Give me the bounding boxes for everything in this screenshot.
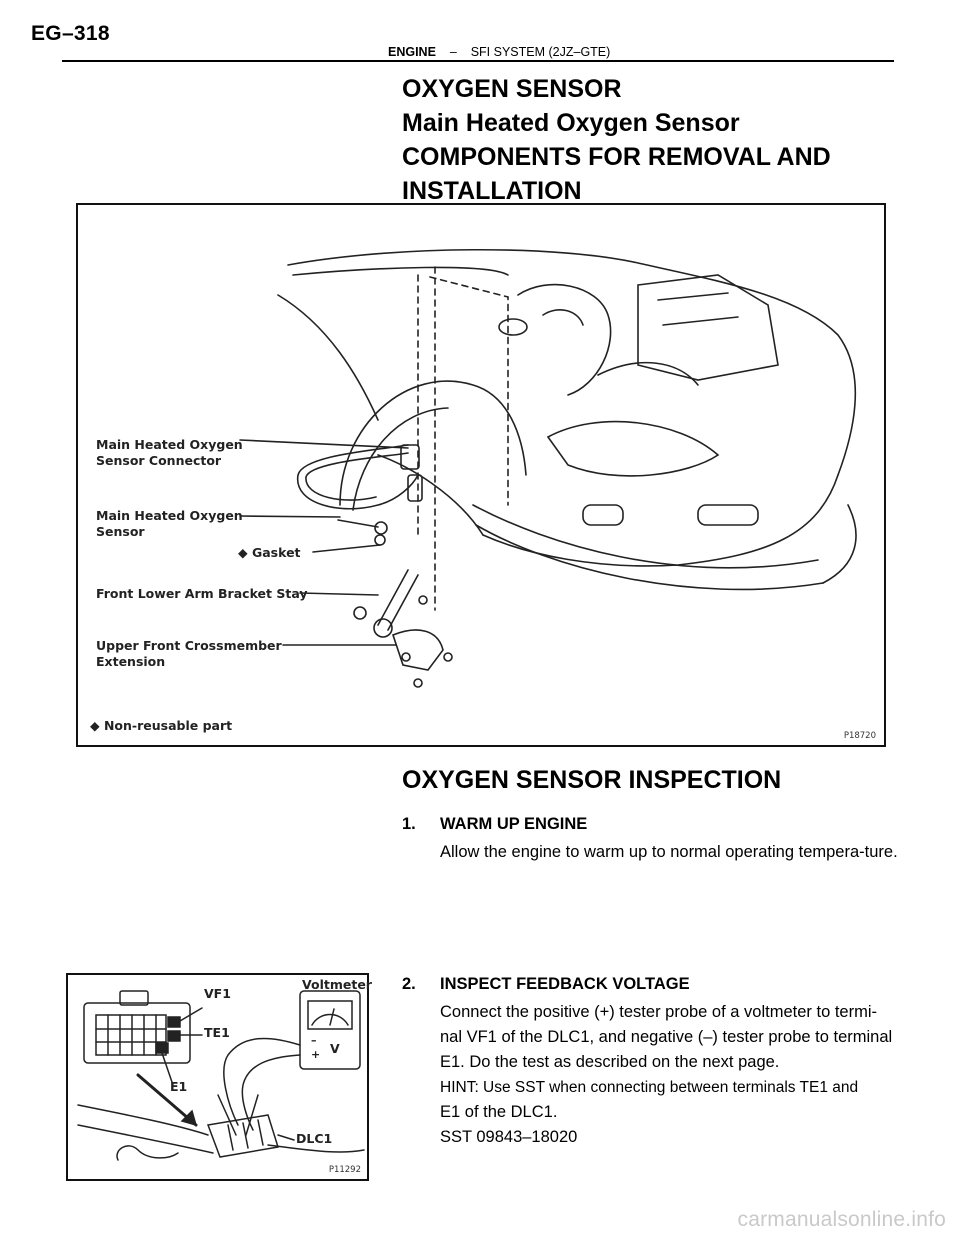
step-2-line-2: nal VF1 of the DLC1, and negative (–) te…: [440, 1028, 893, 1046]
dlc1-figure: VF1 TE1 E1 Voltmeter V – + DLC1 P11292: [66, 973, 372, 1181]
figure-id: P18720: [843, 731, 876, 741]
connector-label-line-1: Main Heated Oxygen: [96, 437, 243, 452]
section-title: ENGINE: [388, 45, 436, 59]
sensor-label-line-2: Sensor: [96, 524, 145, 539]
section-header: ENGINE – SFI SYSTEM (2JZ–GTE): [388, 45, 610, 59]
inspection-heading: OXYGEN SENSOR INSPECTION: [402, 766, 782, 794]
step-2-number: 2.: [402, 975, 416, 993]
dlc1-voltmeter-illustration: [77, 990, 365, 1161]
voltmeter-plus-label: +: [311, 1048, 321, 1061]
components-figure: Main Heated Oxygen Sensor Connector Main…: [76, 203, 886, 747]
voltmeter-minus-label: –: [311, 1034, 317, 1047]
figure-2-id: P11292: [328, 1165, 361, 1175]
connector-label-line-2: Sensor Connector: [96, 453, 222, 468]
watermark: carmanualsonline.info: [737, 1208, 946, 1231]
step-2-title: INSPECT FEEDBACK VOLTAGE: [440, 975, 690, 993]
connector-label: Main Heated Oxygen Sensor Connector: [96, 437, 243, 469]
hint-line-2: E1 of the DLC1.: [440, 1103, 558, 1121]
non-reusable-legend: ◆ Non-reusable part: [90, 718, 233, 733]
title-line-3: COMPONENTS FOR REMOVAL AND: [402, 143, 831, 171]
hint-line-1: HINT: Use SST when connecting between te…: [440, 1079, 859, 1096]
step-1-number: 1.: [402, 815, 416, 833]
crossmember-label: Upper Front Crossmember Extension: [96, 638, 282, 670]
crossmember-label-line-1: Upper Front Crossmember: [96, 638, 282, 653]
car-front-illustration: [239, 248, 857, 688]
title-line-4: INSTALLATION: [402, 177, 582, 205]
dlc1-label: DLC1: [296, 1131, 333, 1146]
sst-number: SST 09843–18020: [440, 1128, 578, 1146]
step-1-title: WARM UP ENGINE: [440, 815, 588, 833]
step-2-line-3: E1. Do the test as described on the next…: [440, 1053, 780, 1071]
section-separator: –: [449, 45, 457, 59]
section-subtitle: SFI SYSTEM (2JZ–GTE): [470, 45, 611, 59]
step-1: 1. WARM UP ENGINE Allow the engine to wa…: [402, 815, 898, 895]
voltmeter-label: Voltmeter: [302, 977, 372, 992]
step-2-body: Connect the positive (+) tester probe of…: [440, 1000, 898, 1150]
title-line-1: OXYGEN SENSOR: [402, 75, 622, 103]
title-line-2: Main Heated Oxygen Sensor: [402, 109, 740, 137]
page-number: EG–318: [31, 22, 110, 45]
te1-label: TE1: [204, 1025, 230, 1040]
bracket-stay-label: Front Lower Arm Bracket Stay: [96, 586, 308, 601]
step-2-line-1: Connect the positive (+) tester probe of…: [440, 1003, 877, 1021]
vf1-label: VF1: [204, 986, 231, 1001]
sensor-label: Main Heated Oxygen Sensor: [96, 508, 243, 540]
step-1-body: Allow the engine to warm up to normal op…: [440, 843, 898, 861]
header-rule: [62, 60, 894, 62]
sensor-label-line-1: Main Heated Oxygen: [96, 508, 243, 523]
crossmember-label-line-2: Extension: [96, 654, 166, 669]
page-title: OXYGEN SENSOR Main Heated Oxygen Sensor …: [402, 72, 922, 208]
step-2: 2. INSPECT FEEDBACK VOLTAGE Connect the …: [402, 975, 897, 1146]
voltmeter-v-label: V: [330, 1041, 340, 1056]
gasket-label: ◆ Gasket: [238, 545, 301, 560]
e1-label: E1: [170, 1079, 188, 1094]
